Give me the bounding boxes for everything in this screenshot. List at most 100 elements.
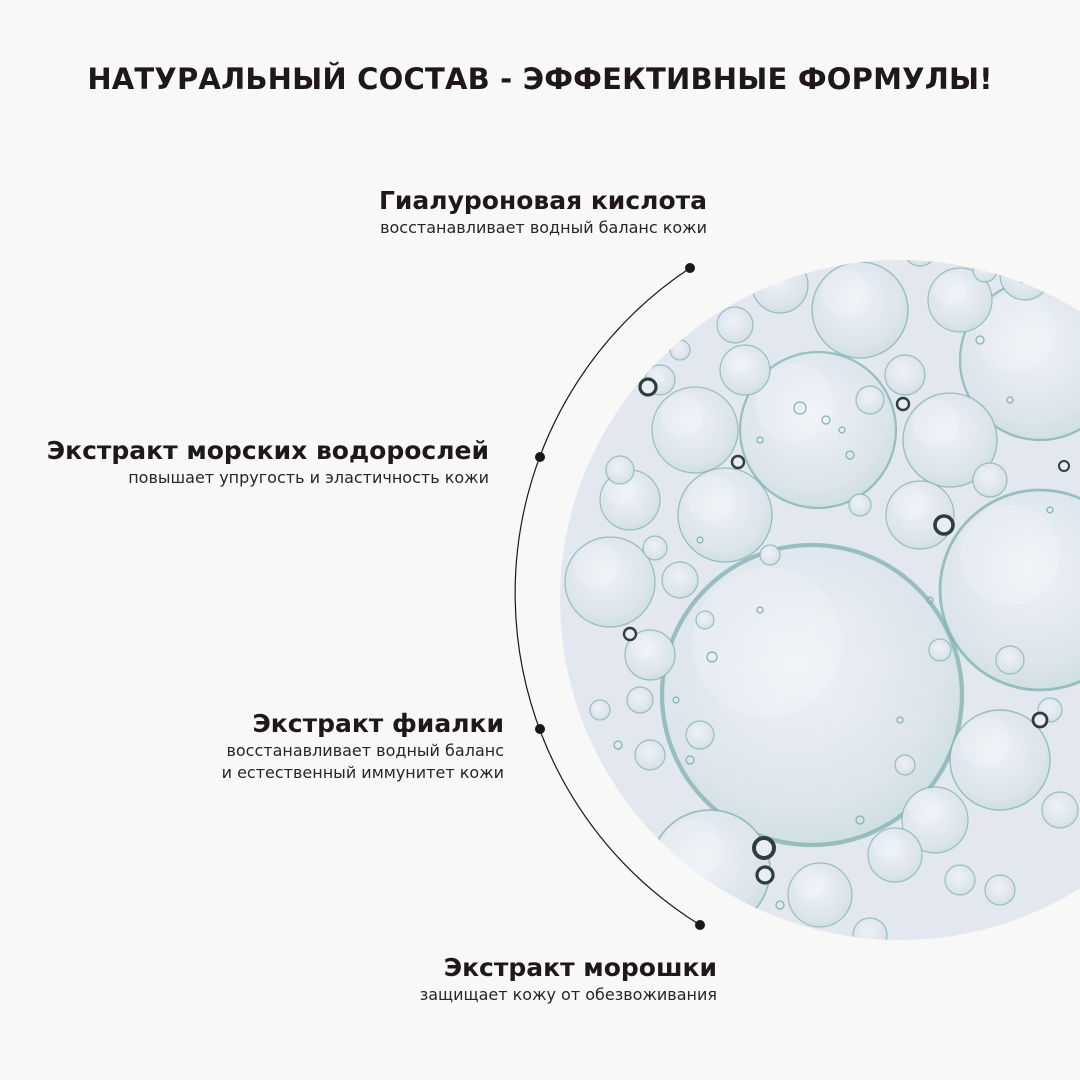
bubble	[928, 638, 952, 662]
small-bubble	[855, 815, 865, 825]
bubble	[852, 917, 888, 940]
dark-bubble	[1018, 273, 1028, 283]
bubble	[685, 720, 715, 750]
bubble	[902, 392, 998, 488]
ingredient-hyaluronic-acid: Гиалуроновая кислота восстанавливает вод…	[379, 186, 707, 239]
bubble	[972, 260, 998, 283]
bubble-highlight	[821, 269, 870, 318]
small-bubble	[706, 651, 718, 663]
small-bubble	[1046, 506, 1054, 514]
bubble	[669, 339, 691, 361]
connector-dot	[535, 452, 545, 462]
bubble	[995, 645, 1025, 675]
bubble	[642, 535, 668, 561]
dark-bubble	[1058, 460, 1070, 472]
bubble-highlight	[660, 393, 704, 437]
connector-dot	[685, 263, 695, 273]
small-bubble	[975, 335, 985, 345]
bubble	[903, 260, 937, 267]
bubble	[855, 385, 885, 415]
small-bubble	[756, 606, 764, 614]
ingredient-name: Экстракт морошки	[443, 953, 717, 982]
bubble	[738, 350, 898, 510]
bubble-highlight	[794, 867, 827, 900]
small-bubble	[756, 436, 764, 444]
ingredient-seaweed-extract: Экстракт морских водорослей повышает упр…	[47, 436, 489, 489]
ingredient-description: и естественный иммунитет кожи	[221, 763, 504, 782]
bubble-highlight	[574, 543, 619, 589]
ingredient-description: восстанавливает водный баланс кожи	[380, 218, 707, 237]
bubble-highlight	[755, 363, 834, 442]
small-bubble	[775, 900, 785, 910]
dark-bubble	[622, 626, 638, 642]
bubble	[589, 699, 611, 721]
small-bubble	[613, 740, 623, 750]
bubble	[944, 864, 976, 896]
ingredient-description: повышает упругость и эластичность кожи	[128, 468, 489, 487]
connector-dot	[695, 920, 705, 930]
connector-arc	[514, 267, 701, 926]
bubble-highlight	[873, 832, 901, 860]
small-bubble	[685, 755, 695, 765]
bubble	[661, 561, 699, 599]
bubble	[651, 386, 739, 474]
bubble-photo	[560, 260, 1080, 963]
bubble-highlight	[725, 348, 750, 374]
ingredient-description: защищает кожу от обезвоживания	[419, 985, 717, 1004]
bubble-highlight	[912, 400, 960, 448]
bubble	[605, 455, 635, 485]
bubble-highlight	[976, 292, 1056, 372]
bubble	[634, 739, 666, 771]
bubble-highlight	[892, 486, 927, 521]
page-title: НАТУРАЛЬНЫЙ СОСТАВ - ЭФФЕКТИВНЫЕ ФОРМУЛЫ…	[87, 62, 993, 96]
bubble	[719, 344, 771, 396]
dark-bubble	[933, 514, 955, 536]
bubble-highlight	[960, 717, 1010, 768]
bubble	[999, 260, 1051, 301]
dark-bubble	[1031, 711, 1049, 729]
bubble	[884, 354, 926, 396]
small-bubble	[672, 696, 680, 704]
bubble-highlight	[960, 505, 1060, 605]
bubble	[624, 629, 676, 681]
bubble-highlight	[1005, 260, 1030, 279]
bubble	[938, 488, 1080, 692]
bubble	[677, 467, 773, 563]
ingredient-cloudberry-extract: Экстракт морошки защищает кожу от обезво…	[420, 953, 717, 1006]
bubble-highlight	[908, 791, 942, 825]
bubble-highlight	[934, 272, 967, 305]
bubble	[984, 874, 1016, 906]
dark-bubble	[755, 865, 775, 885]
bubble-highlight	[692, 567, 842, 718]
ingredient-name: Экстракт фиалки	[252, 709, 504, 738]
bubble	[1041, 791, 1079, 829]
bubble	[695, 610, 715, 630]
bubble	[867, 827, 923, 883]
small-bubble	[926, 596, 934, 604]
dark-bubble	[638, 377, 658, 397]
dark-bubble	[730, 454, 746, 470]
small-bubble	[636, 821, 644, 829]
bubble	[626, 686, 654, 714]
bubble-highlight	[630, 633, 655, 659]
bubble	[564, 536, 656, 628]
small-bubble	[793, 401, 807, 415]
ingredient-name: Экстракт морских водорослей	[46, 436, 489, 465]
bubble	[759, 544, 781, 566]
connector-dot	[535, 724, 545, 734]
bubble	[716, 306, 754, 344]
bubble	[972, 462, 1008, 498]
small-bubble	[821, 415, 831, 425]
bubble	[949, 709, 1051, 811]
small-bubble	[845, 450, 855, 460]
bubble	[901, 786, 969, 854]
small-bubble	[838, 426, 846, 434]
ingredient-name: Гиалуроновая кислота	[378, 186, 707, 215]
bubble	[927, 267, 993, 333]
small-bubble	[887, 957, 893, 963]
ingredient-violet-extract: Экстракт фиалки восстанавливает водный б…	[222, 709, 504, 784]
small-bubble	[896, 716, 904, 724]
ingredient-description: восстанавливает водный баланс	[226, 741, 504, 760]
dark-bubble	[895, 396, 911, 412]
